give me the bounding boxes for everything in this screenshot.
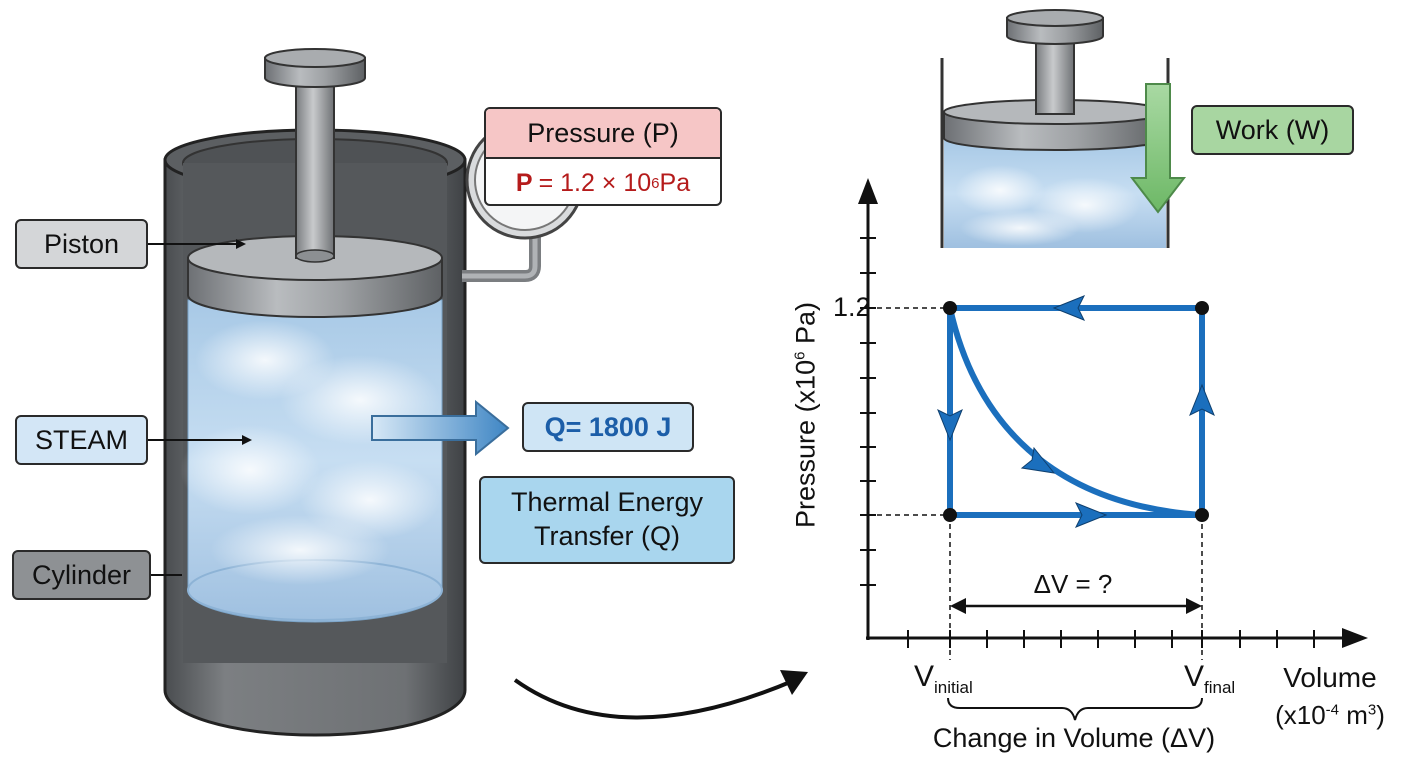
piston-rod [264,48,366,263]
x-units-end: ) [1376,700,1385,730]
thermal-energy-line1: Thermal Energy [510,487,704,518]
pressure-exponent: 6 [651,175,660,192]
x-axis-units: (x10-4 m3) [1275,700,1385,731]
arrow-top-left [1052,295,1086,321]
work-label-text: Work (W) [1215,114,1330,145]
work-arrow [1129,83,1187,214]
heat-arrow [371,399,510,457]
v-final-sub: final [1204,678,1236,697]
pv-graph [858,178,1368,721]
heat-value-label: Q= 1800 J [522,402,694,452]
state-points [943,301,1209,522]
cylinder-label: Cylinder [12,550,151,600]
arrow-right-up [1189,383,1215,417]
y-tick-label: 1.2 [833,292,871,322]
compressed-cylinder [940,9,1170,248]
thermal-energy-label: Thermal Energy Transfer (Q) [479,476,735,564]
cycle-curve [947,307,1203,518]
delta-v-label: ΔV = ? [1033,569,1113,599]
pressure-number: = 1.2 × 10 [538,169,652,197]
x-units-exp2: 3 [1367,701,1377,719]
piston-label: Piston [15,219,148,269]
v-initial-label: Vinitial [914,660,973,698]
x-units-mid: m [1339,700,1368,730]
x-units-pre: (x10 [1275,700,1326,730]
transition-arrow [513,678,796,720]
v-initial-sub: initial [934,678,973,697]
cycle-direction-arrows [937,295,1215,528]
thermal-energy-line2: Transfer (Q) [533,521,680,551]
transition-arrowhead [780,670,808,695]
v-final-symbol: V [1184,660,1205,693]
arrow-curve [1020,446,1056,474]
heat-value-text: Q= 1800 J [544,411,672,442]
x-axis-label: Volume [1283,662,1377,693]
pressure-title: Pressure (P) [486,109,720,159]
y-axis-label-exp: 6 [791,351,809,360]
y-axis-label: Pressure (x106 Pa) [791,302,822,528]
y-axis-ticks [860,237,876,586]
change-in-volume-label: Change in Volume (ΔV) [932,723,1216,753]
pressure-unit: Pa [659,169,691,197]
steam-label-text: STEAM [34,424,128,455]
pv-cycle [947,305,1205,518]
y-axis-label-end: Pa) [790,302,821,352]
y-axis-arrowhead [858,178,878,204]
v-initial-symbol: V [914,660,935,693]
piston-label-text: Piston [43,228,120,259]
change-brace [947,697,1203,721]
pressure-symbol: P [515,169,533,197]
y-axis-label-text: Pressure (x10 [790,359,821,528]
work-label: Work (W) [1191,105,1354,155]
arrow-bottom-right [1074,502,1108,528]
x-axis-arrowhead [1342,628,1368,648]
x-units-exp: -4 [1325,701,1340,719]
v-final-label: Vfinal [1184,660,1235,698]
arrow-left-down [937,408,963,442]
cylinder-label-text: Cylinder [31,559,132,590]
steam-label: STEAM [15,415,148,465]
